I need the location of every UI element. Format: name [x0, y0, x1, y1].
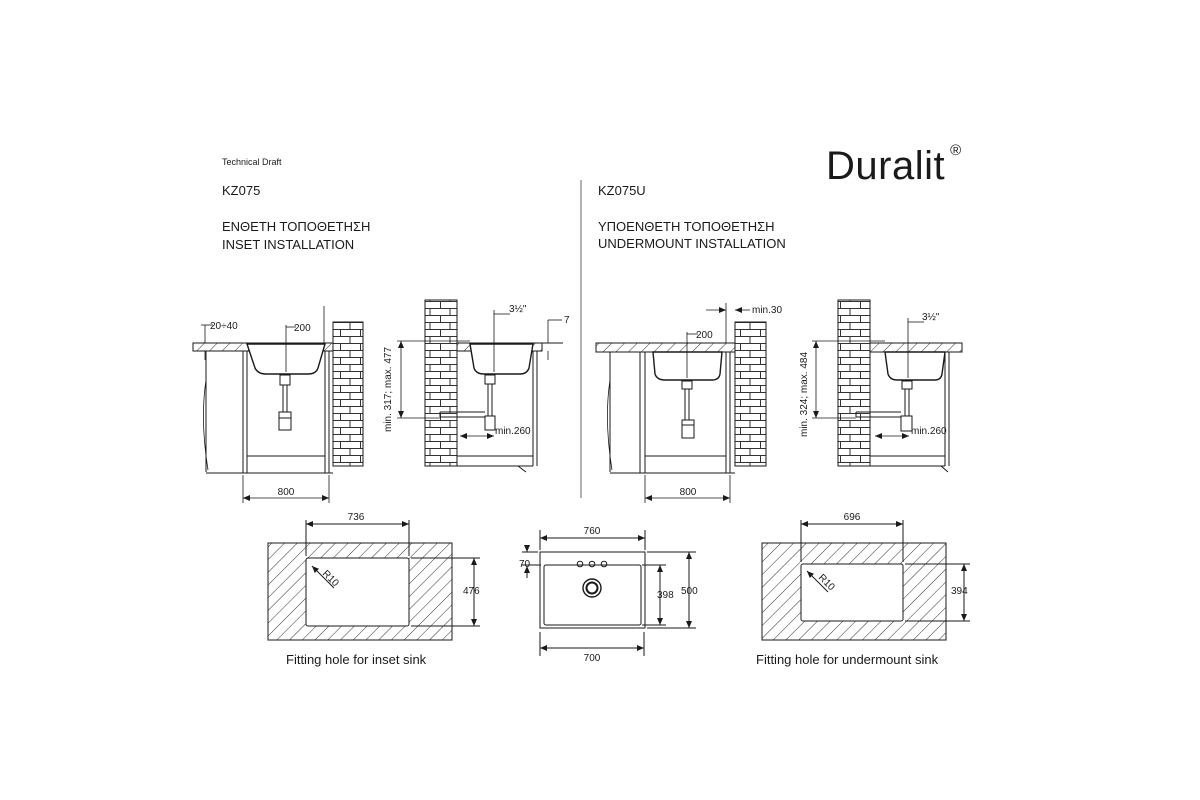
- tap-hole: [588, 560, 596, 568]
- left-model-code: KZ075: [222, 183, 261, 198]
- dim-drain-height-right: min. 324; max. 484: [799, 352, 810, 437]
- cutout-opening: [800, 563, 904, 622]
- cutout-inset-caption: Fitting hole for inset sink: [286, 652, 427, 667]
- doc-type-label: Technical Draft: [222, 157, 282, 167]
- dim-cutout-inset-width: 736: [348, 512, 365, 523]
- cutout-inset-diagram: [267, 520, 480, 641]
- drain-hole: [582, 578, 602, 598]
- bowl-outline: [543, 564, 642, 626]
- tap-hole: [576, 560, 584, 568]
- dim-trap-size-left: 3½": [509, 304, 527, 315]
- dim-trap-size-right: 3½": [922, 312, 940, 323]
- inset-side-view: [397, 299, 563, 473]
- dim-cutout-undermount-height: 394: [951, 586, 968, 597]
- cutout-undermount-diagram: [761, 520, 970, 641]
- undermount-front-view: [595, 303, 767, 503]
- dim-lip: 7: [564, 315, 570, 326]
- dim-cutout-undermount-width: 696: [844, 512, 861, 523]
- countertop: [595, 342, 736, 353]
- sink-outline: [539, 551, 646, 629]
- dim-sink-outer-width: 760: [584, 526, 601, 537]
- dim-trap-reach-right: min.260: [911, 426, 947, 437]
- brick-wall: [837, 299, 871, 467]
- sink-bowl: [652, 351, 723, 381]
- dim-trap-reach-left: min.260: [495, 426, 531, 437]
- cutout-undermount-caption: Fitting hole for undermount sink: [756, 652, 939, 667]
- registered-mark: ®: [950, 142, 962, 159]
- brick-wall: [332, 321, 364, 467]
- left-title-greek: ΕΝΘΕΤΗ ΤΟΠΟΘΕΤΗΣΗ: [222, 219, 371, 234]
- left-title-english: INSET INSTALLATION: [222, 237, 355, 252]
- right-title-english: UNDERMOUNT INSTALLATION: [598, 236, 786, 251]
- dim-cabinet-width-left: 800: [278, 487, 295, 498]
- sink-bowl: [469, 343, 534, 375]
- right-model-code: KZ075U: [598, 183, 646, 198]
- dim-drain-offset-right: 200: [696, 330, 713, 341]
- dim-cutout-inset-height: 476: [463, 586, 480, 597]
- inset-front-view: [192, 306, 364, 503]
- dim-wall-gap: min.30: [752, 305, 782, 316]
- dim-cabinet-width-right: 800: [680, 487, 697, 498]
- brand-logo: Duralit®: [826, 143, 962, 188]
- dim-sink-rim: 70: [519, 559, 531, 570]
- dim-drain-height-left: min. 317; max. 477: [383, 347, 394, 432]
- undermount-side-view: [812, 299, 963, 473]
- countertop: [869, 342, 963, 353]
- dim-sink-bowl-width: 700: [584, 653, 601, 664]
- brick-wall: [734, 321, 767, 467]
- dim-sink-outer-height: 500: [681, 586, 698, 597]
- brick-wall: [424, 299, 458, 467]
- cutout-opening: [305, 557, 410, 627]
- tap-hole: [600, 560, 608, 568]
- sink-bowl: [884, 351, 946, 381]
- dim-edge-gap: 20÷40: [210, 321, 238, 332]
- dim-drain-offset-left: 200: [294, 323, 311, 334]
- sink-top-view: [522, 530, 696, 656]
- brand-name: Duralit: [826, 144, 946, 188]
- right-title-greek: ΥΠΟΕΝΘΕΤΗ ΤΟΠΟΘΕΤΗΣΗ: [598, 219, 775, 234]
- dim-sink-bowl-height: 398: [657, 590, 674, 601]
